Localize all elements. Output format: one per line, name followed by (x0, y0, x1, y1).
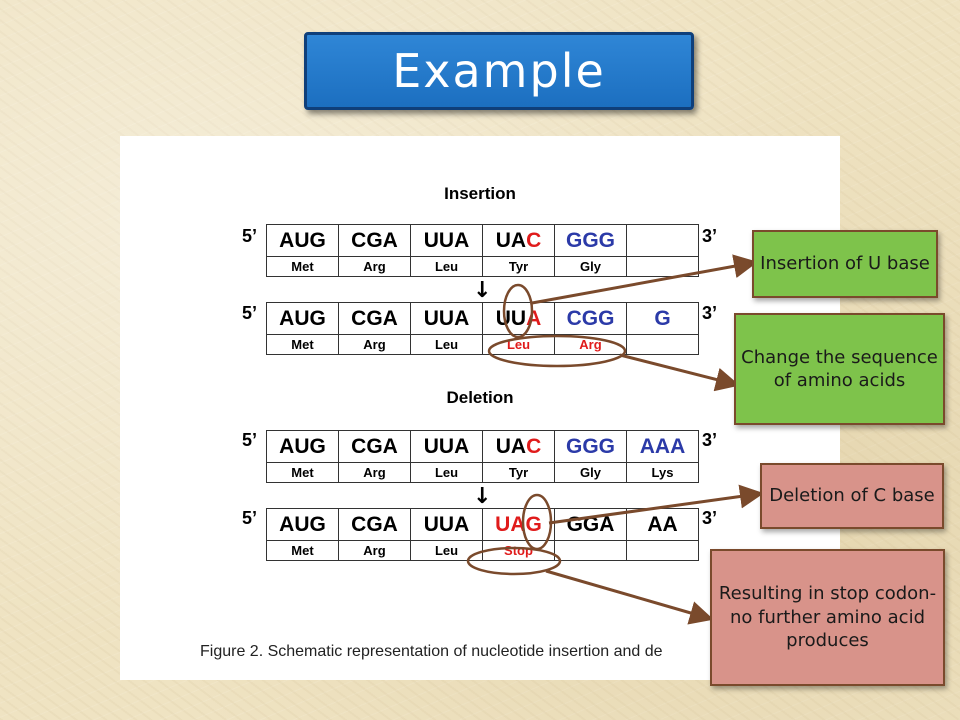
arrow-insertion (531, 254, 758, 305)
deletion-heading: Deletion (446, 388, 514, 407)
amino-acid-cell: Arg (338, 462, 411, 483)
codon-part: C (526, 434, 542, 458)
codon-part: UA (495, 228, 527, 252)
callout-deletion-of-c: Deletion of C base (760, 463, 944, 529)
codon-cell: CGG (554, 302, 627, 335)
codon-part: UA (495, 434, 527, 458)
amino-acid-cell: Leu (410, 334, 483, 355)
amino-acid-cell: Met (266, 540, 339, 561)
amino-acid-cell: Arg (338, 334, 411, 355)
codon-cell: UUA (410, 224, 483, 257)
codon-cell: UUA (482, 302, 555, 335)
three-prime-label: 3’ (702, 226, 718, 246)
amino-acid-cell: Met (266, 256, 339, 277)
amino-acid-cell: Arg (554, 334, 627, 355)
stop-highlight-ellipse (466, 546, 562, 576)
codon-cell: UUA (410, 302, 483, 335)
amino-acid-cell: Lys (626, 462, 699, 483)
amino-acid-cell (626, 540, 699, 561)
figure-caption: Figure 2. Schematic representation of nu… (200, 643, 663, 660)
codon-cell: AUG (266, 508, 339, 541)
codon-cell: CGA (338, 302, 411, 335)
amino-acid-cell: Leu (410, 462, 483, 483)
amino-acid-cell: Gly (554, 462, 627, 483)
five-prime-label: 5’ (242, 430, 258, 450)
three-prime-label: 3’ (702, 430, 718, 450)
callout-stop-codon: Resulting in stop codon-no further amino… (710, 549, 945, 686)
callout-insertion-of-u: Insertion of U base (752, 230, 938, 298)
amino-acid-cell: Tyr (482, 256, 555, 277)
three-prime-label: 3’ (702, 508, 718, 528)
codon-cell: UAC (482, 224, 555, 257)
amino-acid-cell: Tyr (482, 462, 555, 483)
insertion-heading: Insertion (444, 184, 516, 203)
codon-cell: AUG (266, 224, 339, 257)
arrow-change-sequence (619, 353, 740, 392)
amino-acid-cell: Arg (338, 256, 411, 277)
arrow-deletion (548, 484, 764, 525)
amino-acid-cell: Met (266, 334, 339, 355)
arrow-stop-codon (545, 569, 714, 625)
five-prime-label: 5’ (242, 303, 258, 323)
slide-title: Example (304, 32, 694, 110)
deletion-highlight-ellipse (521, 493, 553, 551)
five-prime-label: 5’ (242, 508, 258, 528)
amino-acid-cell (626, 334, 699, 355)
five-prime-label: 5’ (242, 226, 258, 246)
codon-part: C (526, 228, 542, 252)
codon-cell: CGA (338, 430, 411, 463)
callout-change-sequence: Change the sequence of amino acids (734, 313, 945, 425)
amino-acid-highlight-ellipse (487, 334, 627, 368)
codon-cell: UAG (482, 508, 555, 541)
down-arrow-icon: ↓ (473, 484, 492, 509)
amino-acid-cell: Gly (554, 256, 627, 277)
codon-cell: UAC (482, 430, 555, 463)
amino-acid-cell: Arg (338, 540, 411, 561)
down-arrow-icon: ↓ (473, 278, 492, 303)
codon-cell: UUA (410, 508, 483, 541)
amino-acid-cell (626, 256, 699, 277)
amino-acid-cell: Leu (410, 540, 483, 561)
codon-cell: CGA (338, 508, 411, 541)
codon-cell: GGG (554, 224, 627, 257)
three-prime-label: 3’ (702, 303, 718, 323)
insertion-highlight-ellipse (502, 283, 534, 339)
